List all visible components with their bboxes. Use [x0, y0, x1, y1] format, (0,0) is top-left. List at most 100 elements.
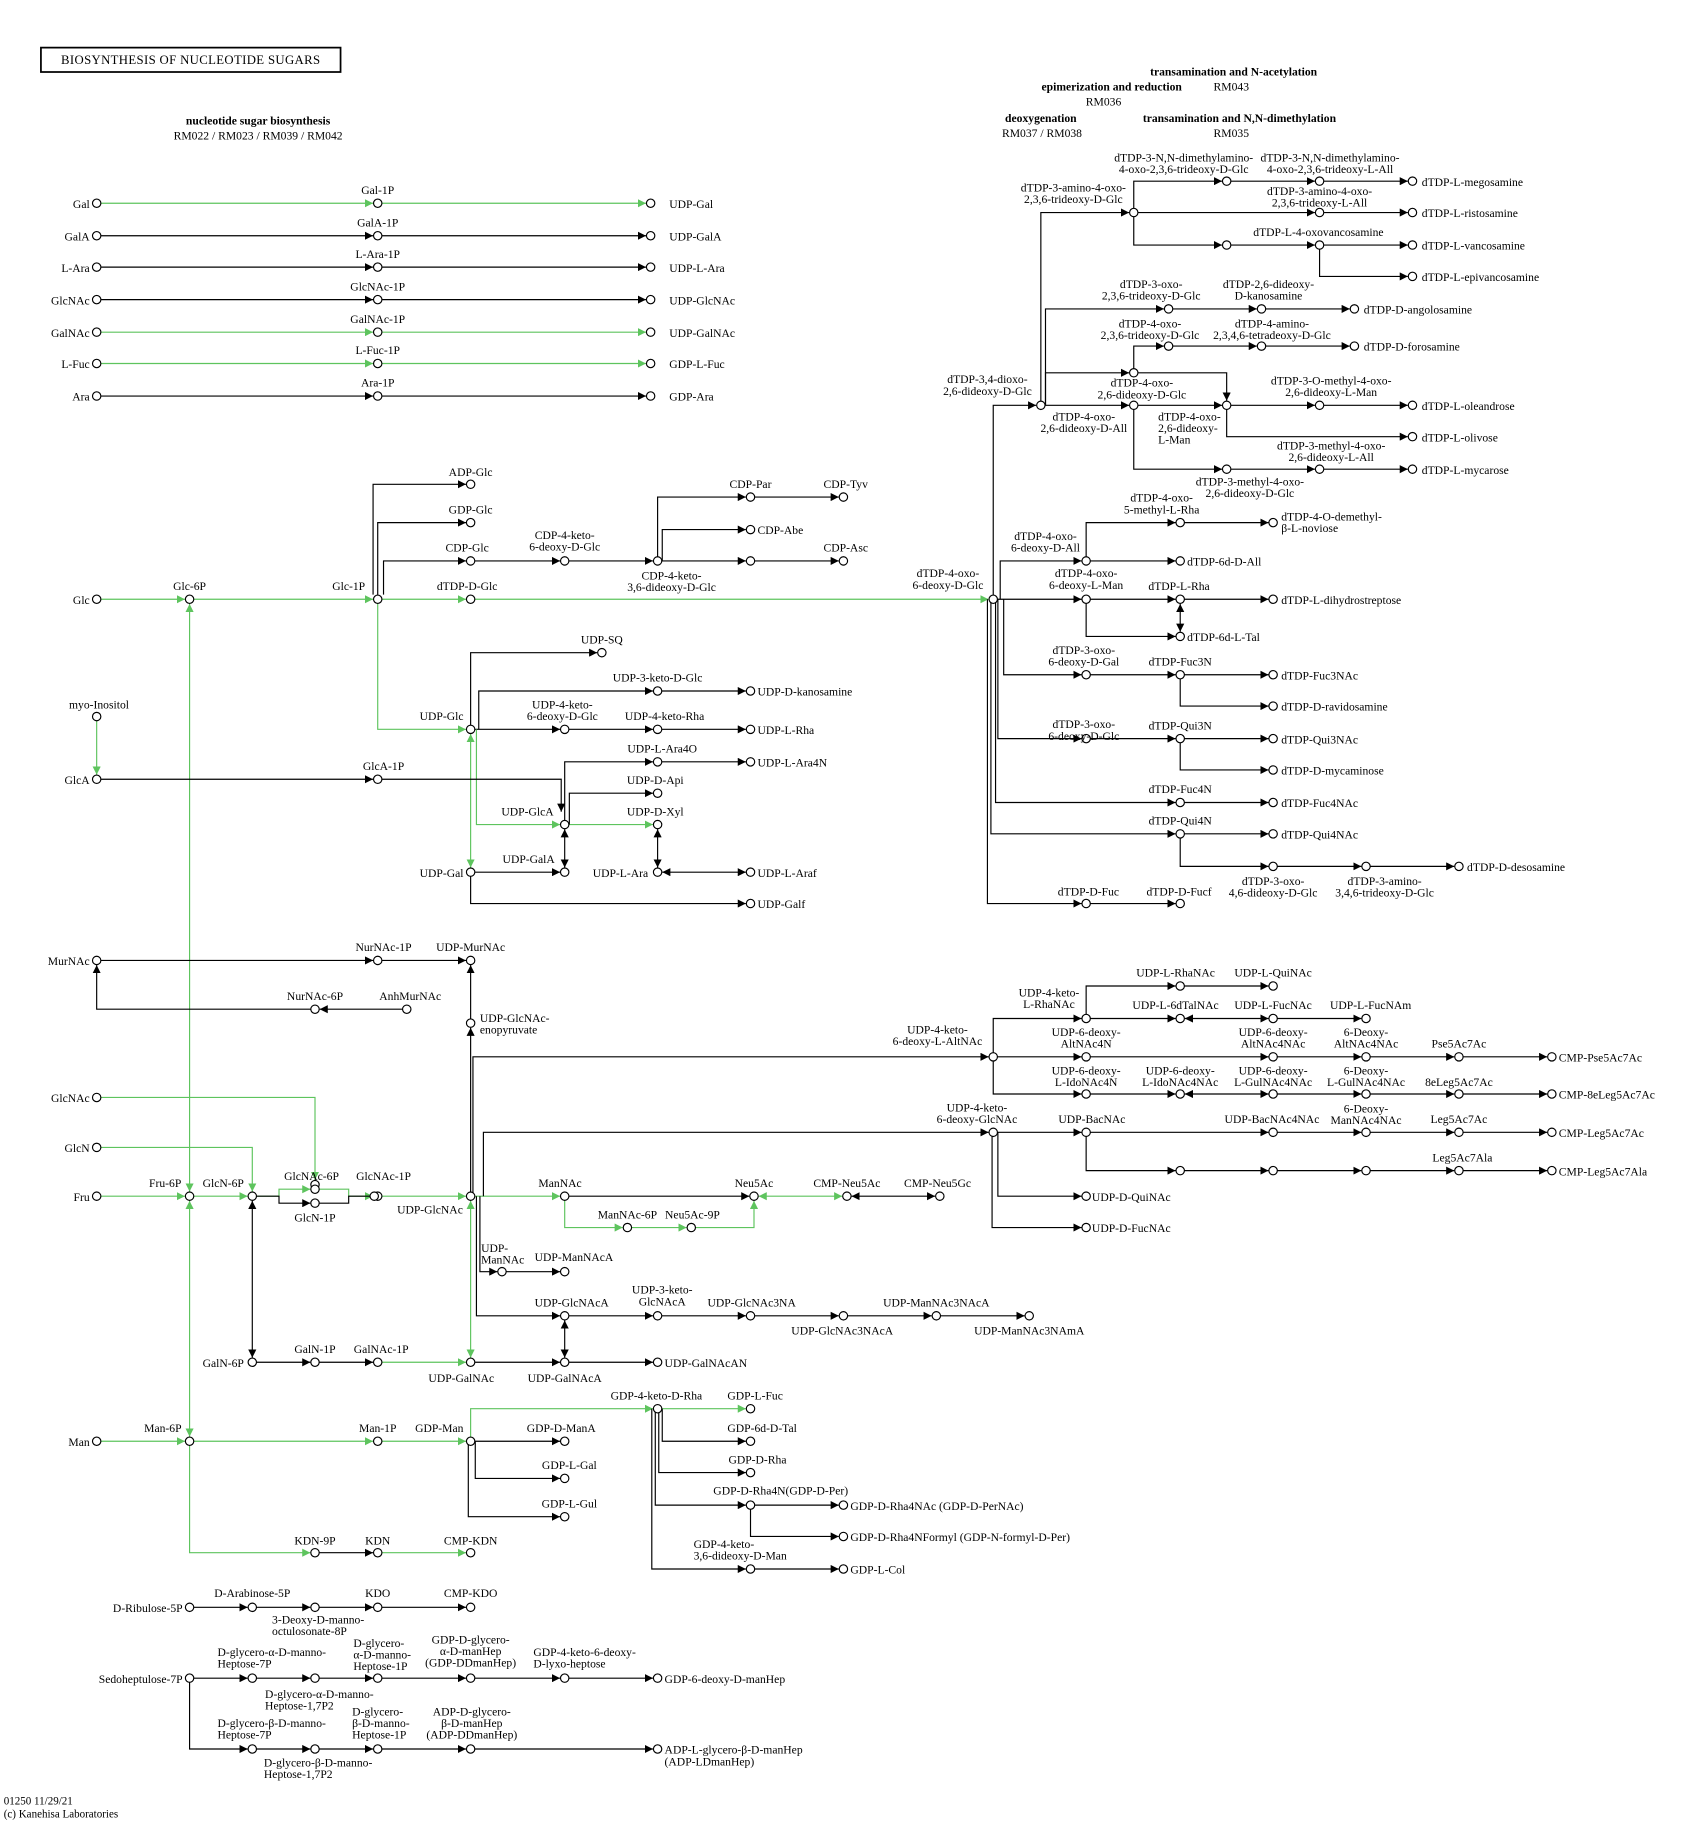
- compound-node[interactable]: [559, 1357, 570, 1368]
- compound-label[interactable]: UDP-GalA: [669, 230, 722, 243]
- compound-label[interactable]: UDP-4-keto-Rha: [625, 710, 704, 723]
- compound-label[interactable]: D-Arabinose-5P: [214, 1587, 290, 1600]
- compound-label[interactable]: dTDP-L-oleandrose: [1422, 400, 1515, 413]
- compound-node[interactable]: [622, 1222, 633, 1233]
- compound-node[interactable]: [652, 724, 663, 735]
- compound-label[interactable]: dTDP-L-olivose: [1422, 431, 1498, 444]
- compound-label[interactable]: Glc-1P: [332, 580, 365, 593]
- reaction-arrow[interactable]: [96, 1096, 320, 1180]
- compound-node[interactable]: [745, 1564, 756, 1574]
- compound-node[interactable]: [686, 1222, 697, 1233]
- compound-node[interactable]: [1175, 797, 1185, 808]
- compound-node[interactable]: [247, 1357, 258, 1368]
- compound-label[interactable]: AnhMurNAc: [379, 990, 441, 1003]
- compound-label[interactable]: UDP-D-Api: [627, 774, 684, 787]
- compound-label[interactable]: dTDP-Fuc3N: [1149, 655, 1213, 668]
- reaction-arrow[interactable]: [1179, 833, 1269, 871]
- compound-node[interactable]: [184, 1602, 195, 1613]
- compound-label[interactable]: GDP-4-keto-D-Rha: [611, 1389, 703, 1402]
- compound-label[interactable]: Leg5Ac7Ala: [1432, 1151, 1492, 1164]
- compound-label[interactable]: GDP-6d-D-Tal: [727, 1422, 796, 1435]
- compound-label[interactable]: dTDP-D-ravidosamine: [1281, 701, 1387, 714]
- compound-label[interactable]: dTDP-4-oxo-2,6-dideoxy-D-All: [1040, 410, 1127, 435]
- compound-node[interactable]: [372, 262, 383, 272]
- compound-node[interactable]: [597, 647, 607, 658]
- compound-node[interactable]: [91, 711, 102, 722]
- compound-label[interactable]: 6-Deoxy-ManNAc4NAc: [1331, 1103, 1402, 1128]
- compound-node[interactable]: [1081, 898, 1091, 909]
- compound-label[interactable]: 3-Deoxy-D-manno-octulosonate-8P: [272, 1614, 364, 1639]
- compound-node[interactable]: [1081, 1191, 1091, 1201]
- compound-label[interactable]: MurNAc: [48, 955, 90, 968]
- reaction-arrow[interactable]: [372, 480, 466, 595]
- compound-node[interactable]: [91, 391, 102, 401]
- compound-label[interactable]: GDP-D-glycero-α-D-manHep(GDP-DDmanHep): [425, 1633, 516, 1669]
- compound-label[interactable]: dTDP-L-epivancosamine: [1422, 271, 1539, 284]
- compound-label[interactable]: dTDP-4-amino-2,3,4,6-tetradeoxy-D-Glc: [1213, 318, 1331, 343]
- compound-node[interactable]: [745, 492, 756, 502]
- compound-label[interactable]: UDP-Glc: [420, 710, 464, 723]
- compound-node[interactable]: [645, 294, 656, 305]
- reaction-arrow[interactable]: [657, 492, 746, 561]
- compound-label[interactable]: dTDP-6d-L-Tal: [1187, 631, 1260, 644]
- compound-node[interactable]: [652, 556, 663, 566]
- reaction-arrow[interactable]: [1133, 372, 1231, 401]
- compound-label[interactable]: GlcNAc-1P: [350, 280, 405, 293]
- compound-label[interactable]: Glc-6P: [173, 580, 206, 593]
- compound-label[interactable]: dTDP-L-dihydrostreptose: [1281, 594, 1401, 607]
- compound-node[interactable]: [91, 1142, 102, 1153]
- compound-label[interactable]: Gal: [73, 198, 90, 211]
- compound-node[interactable]: [372, 1357, 383, 1368]
- compound-label[interactable]: GalN-1P: [294, 1343, 335, 1356]
- compound-node[interactable]: [372, 327, 383, 337]
- compound-label[interactable]: UDP-6-deoxy-AltNAc4NAc: [1239, 1026, 1308, 1051]
- compound-node[interactable]: [652, 819, 663, 830]
- compound-label[interactable]: dTDP-Qui3NAc: [1281, 733, 1358, 746]
- compound-node[interactable]: [1547, 1089, 1557, 1099]
- compound-node[interactable]: [310, 1357, 320, 1368]
- compound-node[interactable]: [1081, 669, 1091, 680]
- compound-label[interactable]: CMP-KDN: [444, 1535, 498, 1548]
- compound-node[interactable]: [1163, 304, 1174, 314]
- reaction-arrow[interactable]: [658, 1408, 746, 1477]
- reaction-arrow[interactable]: [1133, 405, 1223, 474]
- reaction-arrow[interactable]: [992, 401, 1037, 600]
- compound-node[interactable]: [91, 774, 102, 785]
- compound-label[interactable]: L-Fuc-1P: [355, 344, 400, 357]
- compound-label[interactable]: UDP-ManNAc3NAcA: [883, 1297, 990, 1310]
- compound-node[interactable]: [1314, 240, 1325, 250]
- compound-label[interactable]: GDP-Man: [415, 1422, 464, 1435]
- module-ids[interactable]: RM043: [1214, 81, 1250, 94]
- compound-node[interactable]: [838, 1564, 849, 1574]
- compound-node[interactable]: [1361, 1013, 1371, 1024]
- compound-node[interactable]: [310, 1184, 320, 1194]
- compound-node[interactable]: [1407, 400, 1418, 411]
- compound-label[interactable]: L-Ara: [61, 262, 89, 275]
- compound-node[interactable]: [1175, 829, 1185, 839]
- reaction-arrow[interactable]: [474, 1441, 561, 1483]
- compound-label[interactable]: D-glycero-α-D-manno-Heptose-1P: [353, 1637, 411, 1673]
- reaction-arrow[interactable]: [377, 778, 566, 812]
- compound-node[interactable]: [1454, 1089, 1464, 1099]
- compound-label[interactable]: CMP-Neu5Ac: [813, 1177, 880, 1190]
- compound-label[interactable]: UDP-GalNAcA: [528, 1372, 603, 1385]
- compound-node[interactable]: [184, 1673, 195, 1683]
- compound-label[interactable]: GDP-D-Rha: [728, 1453, 786, 1466]
- reaction-arrow[interactable]: [1133, 177, 1223, 213]
- compound-node[interactable]: [1268, 1165, 1278, 1176]
- compound-node[interactable]: [745, 724, 756, 735]
- compound-label[interactable]: GalNAc-1P: [354, 1343, 409, 1356]
- compound-node[interactable]: [1361, 1089, 1371, 1099]
- compound-node[interactable]: [1175, 669, 1185, 680]
- compound-label[interactable]: CDP-Glc: [446, 542, 489, 555]
- compound-node[interactable]: [184, 1191, 195, 1201]
- compound-node[interactable]: [91, 1191, 102, 1201]
- compound-label[interactable]: UDP-L-Rha: [757, 724, 814, 737]
- compound-label[interactable]: UDP-D-Xyl: [627, 805, 684, 818]
- compound-node[interactable]: [1268, 765, 1278, 775]
- compound-label[interactable]: GDP-L-Gul: [542, 1497, 597, 1510]
- reaction-arrow[interactable]: [479, 1196, 498, 1276]
- compound-label[interactable]: GDP-Ara: [669, 391, 714, 404]
- compound-label[interactable]: UDP-L-FucNAc: [1234, 999, 1311, 1012]
- compound-node[interactable]: [465, 955, 476, 966]
